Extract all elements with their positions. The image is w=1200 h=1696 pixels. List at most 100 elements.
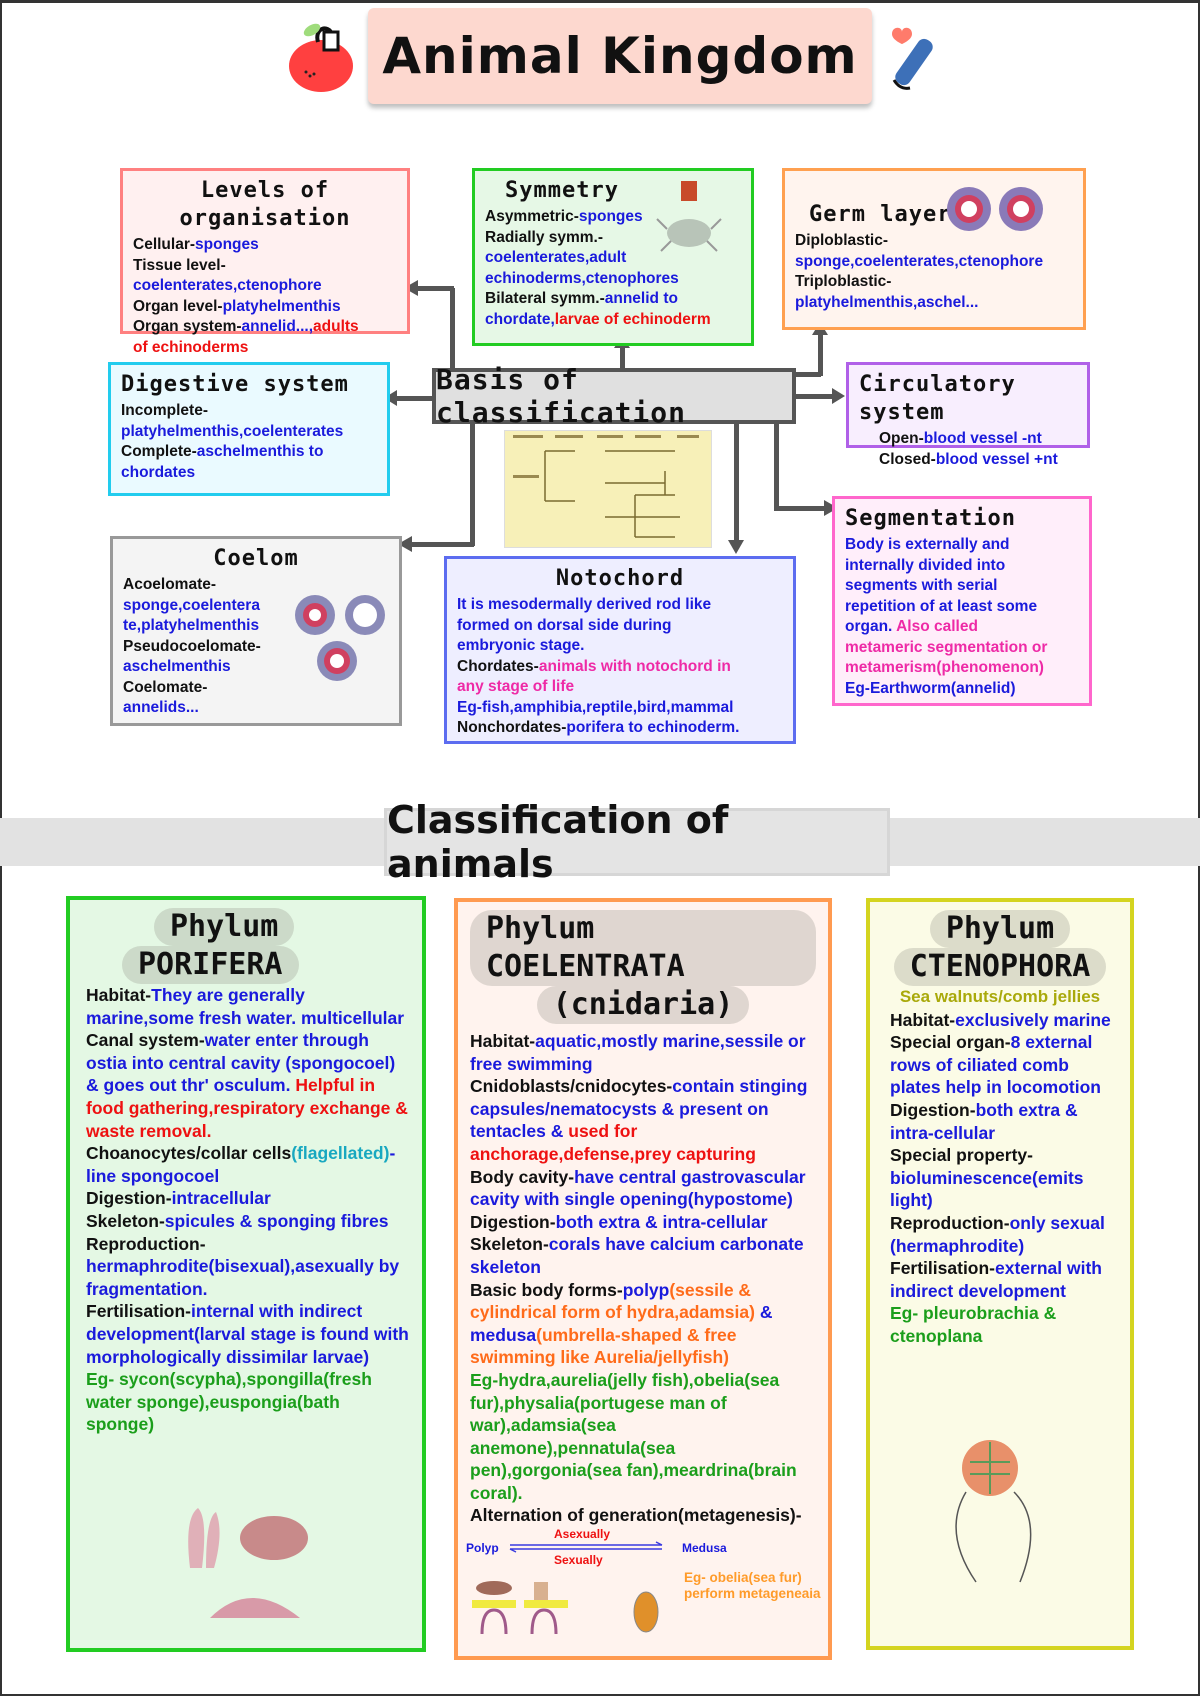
label: Acoelomate- xyxy=(123,576,217,593)
value: aschelmenthis to xyxy=(196,443,324,460)
highlight: of echinoderms xyxy=(133,338,249,356)
value: 8 external rows of ciliated comb plates … xyxy=(890,1032,1101,1098)
value: te,platyhelmenthis xyxy=(123,617,260,634)
subtitle: Sea walnuts/comb jellies xyxy=(899,987,1101,1006)
basis-of-classification: Basis of classification xyxy=(432,363,796,429)
title-text: Animal Kingdom xyxy=(382,27,858,85)
connector-digestive xyxy=(396,396,434,401)
label: Skeleton- xyxy=(470,1234,549,1255)
connector-circulatory xyxy=(796,394,834,399)
value: echinoderms,ctenophores xyxy=(485,269,679,287)
value: both extra & intra-cellular xyxy=(890,1099,1078,1143)
label: Organ system- xyxy=(133,318,242,335)
label: Body cavity- xyxy=(470,1166,575,1187)
value: sponges xyxy=(578,208,643,225)
cycle-top: Asexually xyxy=(554,1527,611,1542)
value: platyhelmenthis,coelenterates xyxy=(121,422,344,440)
highlight: used for anchorage,defense,prey capturin… xyxy=(470,1121,756,1164)
value: porifera to echinoderm. xyxy=(566,719,740,736)
label: Habitat- xyxy=(470,1031,536,1051)
symmetry-card: Symmetry Asymmetric-sponges Radially sym… xyxy=(472,168,754,346)
highlight: (flagellated) xyxy=(291,1143,390,1164)
value: organ. xyxy=(845,618,893,635)
connector-coelom-h xyxy=(412,542,474,547)
circulatory-system-card: Circulatory system Open-blood vessel -nt… xyxy=(846,362,1090,468)
card-title: Coelom xyxy=(213,546,299,571)
label: Organ level- xyxy=(133,297,223,315)
value: Body is externally and xyxy=(845,536,1010,553)
phylum-coelentrata-card: Phylum COELENTRATA (cnidaria) Habitat-aq… xyxy=(454,898,832,1660)
center-label: Basis of classification xyxy=(436,363,687,429)
value: aschelmenthis xyxy=(123,658,231,675)
value: platyhelmenthis,aschel... xyxy=(795,293,979,311)
label: Triploblastic- xyxy=(795,273,892,290)
label: Fertilisation- xyxy=(86,1301,192,1322)
highlight: Also called xyxy=(896,618,978,635)
value: Eg-fish,amphibia,reptile,bird,mammal xyxy=(457,698,734,716)
label: Skeleton- xyxy=(86,1210,165,1231)
label: Closed- xyxy=(879,450,936,468)
value: blood vessel -nt xyxy=(923,430,1042,447)
card-title: Circulatory system xyxy=(859,372,1016,425)
value: coelenterates,ctenophore xyxy=(133,277,322,294)
connector-notochord xyxy=(734,424,739,542)
highlight: any stage of life xyxy=(457,678,575,695)
label: Asymmetric- xyxy=(485,208,579,225)
label: Basic body forms- xyxy=(470,1279,623,1300)
value: sponge,coelentera xyxy=(123,596,260,614)
label: Habitat- xyxy=(890,1009,956,1030)
arrow-right-icon xyxy=(832,388,845,404)
cycle-bottom: Sexually xyxy=(554,1553,603,1568)
label: Reproduction- xyxy=(86,1233,206,1254)
phylum-label: Phylum xyxy=(929,910,1071,948)
value: - line spongocoel xyxy=(86,1143,396,1186)
value: water enter through ostia into central c… xyxy=(86,1030,396,1096)
value: internally divided into xyxy=(845,556,1006,574)
value: annelid to xyxy=(604,290,678,307)
value: spicules & sponging fibres xyxy=(164,1210,389,1231)
value: corals have calcium carbonate skeleton xyxy=(470,1234,804,1277)
label: Alternation of generation(metagenesis)- xyxy=(470,1505,802,1526)
value: platyhelmenthis xyxy=(222,297,341,315)
value: both extra & intra-cellular xyxy=(555,1211,768,1232)
label: Special property- xyxy=(890,1145,1033,1166)
connector-segmentation xyxy=(774,424,779,510)
value: have central gastrovascular cavity with … xyxy=(470,1166,806,1210)
card-title: Notochord xyxy=(555,566,685,591)
label: Cellular- xyxy=(133,236,196,253)
highlight: metameric segmentation or xyxy=(845,638,1048,656)
phylum-ctenophora-card: Phylum CTENOPHORA Sea walnuts/comb jelli… xyxy=(866,898,1134,1650)
levels-of-organisation-card: Levels of organisation Cellular-sponges … xyxy=(120,168,410,356)
connector-segmentation-h xyxy=(774,506,826,511)
example-metagenesis: Eg- obelia(sea fur) perform metageneaia xyxy=(684,1570,821,1601)
value: sponge,coelenterates,ctenophore xyxy=(795,252,1044,270)
germ-layer-card: Germ layer Diploblastic- sponge,coelente… xyxy=(782,168,1086,330)
value: segments with serial xyxy=(845,577,998,594)
label: Pseudocoelomate- xyxy=(123,637,261,655)
notochord-card: Notochord It is mesodermally derived rod… xyxy=(444,556,796,744)
sponge-image xyxy=(188,1508,308,1618)
value: coelenterates,adult xyxy=(485,249,627,266)
connector-levels xyxy=(450,288,455,370)
crab-image xyxy=(656,181,722,252)
highlight: metamerism(phenomenon) xyxy=(845,659,1044,676)
label: Reproduction- xyxy=(890,1212,1010,1233)
card-title: Segmentation xyxy=(845,506,1016,531)
label: Choanocytes/collar cells xyxy=(86,1143,292,1164)
highlight: (sessile & cylindrical form of hydra,ada… xyxy=(470,1279,755,1323)
value: bioluminescence(emits light) xyxy=(890,1167,1084,1211)
value: only sexual (hermaphrodite) xyxy=(890,1212,1105,1256)
phylum-porifera-card: Phylum PORIFERA Habitat-They are general… xyxy=(66,896,426,1652)
label: Bilateral symm.- xyxy=(485,290,605,307)
highlight: adults xyxy=(313,318,359,335)
value: sponges xyxy=(195,236,259,253)
label: Chordates- xyxy=(457,657,539,675)
digestive-system-card: Digestive system Incomplete- platyhelmen… xyxy=(108,362,390,496)
double-arrow-icon xyxy=(509,1541,663,1553)
highlight: larvae of echinoderm xyxy=(554,310,711,328)
value: repetition of at least some xyxy=(845,597,1038,615)
connector-levels-h xyxy=(418,286,454,291)
value: annelids... xyxy=(123,699,199,716)
arrow-down-icon xyxy=(728,540,744,554)
label: Open- xyxy=(879,430,924,447)
